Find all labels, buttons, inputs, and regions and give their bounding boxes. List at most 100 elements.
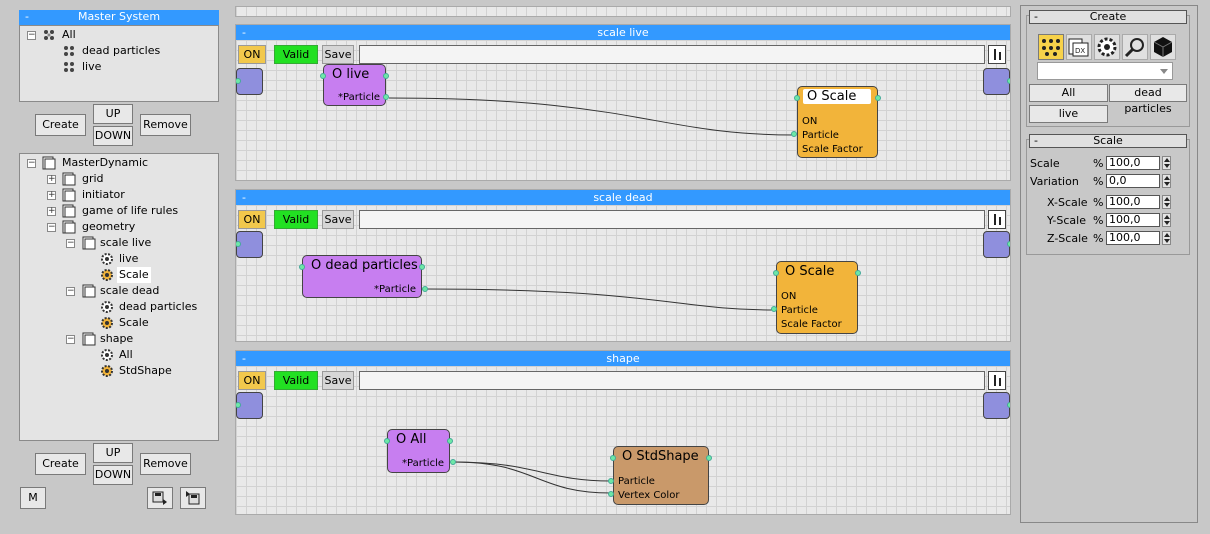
tree-item-live[interactable]: live — [82, 60, 102, 73]
y-scale-input[interactable]: 100,0 — [1106, 213, 1160, 227]
up-system-button[interactable]: UP — [93, 104, 133, 124]
tree-item-scale-live[interactable]: scale live — [100, 236, 152, 249]
expand-rules-toggle[interactable]: + — [47, 206, 56, 216]
panel-header[interactable]: -scale dead — [236, 190, 1010, 205]
collapse-shape-toggle[interactable]: − — [66, 334, 75, 344]
script-bar[interactable] — [359, 210, 985, 229]
tree-item-all[interactable]: All — [62, 28, 76, 41]
create-system-button[interactable]: Create — [35, 114, 86, 136]
tree-item-grid[interactable]: grid — [82, 172, 104, 185]
operator-vertex-color-dot[interactable] — [608, 491, 614, 497]
panel-header[interactable]: -scale live — [236, 25, 1010, 40]
source-port-dot[interactable] — [422, 286, 428, 292]
up-dynamic-button[interactable]: UP — [93, 443, 133, 463]
save-file-button[interactable] — [147, 487, 173, 509]
on-button[interactable]: ON — [238, 371, 266, 390]
operator-in-dot[interactable] — [773, 270, 779, 276]
output-port-block[interactable] — [983, 231, 1010, 258]
tree-item-shape[interactable]: shape — [100, 332, 134, 345]
x-scale-input[interactable]: 100,0 — [1106, 195, 1160, 209]
particle-tool-button[interactable] — [1038, 34, 1064, 60]
source-port-dot[interactable] — [383, 94, 389, 100]
panel-shape[interactable]: -shape ON Valid Save O All *Particle O S… — [235, 350, 1011, 515]
dynamic-tree[interactable]: − MasterDynamic + grid + initiator + gam… — [19, 153, 219, 441]
on-button[interactable]: ON — [238, 210, 266, 229]
group-all-button[interactable]: All — [1029, 84, 1108, 102]
z-scale-spinner[interactable] — [1162, 231, 1171, 245]
down-dynamic-button[interactable]: DOWN — [93, 465, 133, 485]
source-out-dot[interactable] — [419, 264, 425, 270]
save-button[interactable]: Save — [322, 371, 354, 390]
create-header[interactable]: - Create — [1029, 10, 1187, 24]
collapse-geometry-toggle[interactable]: − — [47, 222, 56, 232]
operator-node[interactable]: O Scale ON Particle Scale Factor — [797, 86, 878, 158]
view-toggle-button[interactable] — [988, 210, 1006, 229]
source-in-dot[interactable] — [299, 264, 305, 270]
tree-item-all-op[interactable]: All — [119, 348, 133, 361]
source-out-dot[interactable] — [447, 438, 453, 444]
master-system-tree[interactable]: − All dead particles live — [19, 25, 219, 102]
y-scale-spinner[interactable] — [1162, 213, 1171, 227]
tree-item-game-of-life-rules[interactable]: game of life rules — [82, 204, 179, 217]
output-port-block[interactable] — [983, 68, 1010, 95]
script-bar[interactable] — [359, 371, 985, 390]
output-port-block[interactable] — [983, 392, 1010, 419]
variation-spinner[interactable] — [1162, 174, 1171, 188]
remove-system-button[interactable]: Remove — [140, 114, 191, 136]
collapse-root-toggle[interactable]: − — [27, 158, 36, 168]
valid-button[interactable]: Valid — [274, 45, 318, 64]
view-toggle-button[interactable] — [988, 45, 1006, 64]
z-scale-input[interactable]: 100,0 — [1106, 231, 1160, 245]
tree-root-masterdynamic[interactable]: MasterDynamic — [62, 156, 149, 169]
input-port-dot[interactable] — [236, 241, 241, 247]
operator-node[interactable]: O StdShape Particle Vertex Color — [613, 446, 709, 505]
tree-item-geometry[interactable]: geometry — [82, 220, 136, 233]
script-bar[interactable] — [359, 45, 985, 64]
down-system-button[interactable]: DOWN — [93, 126, 133, 146]
operator-particle-dot[interactable] — [608, 478, 614, 484]
operator-out-dot[interactable] — [855, 270, 861, 276]
x-scale-spinner[interactable] — [1162, 195, 1171, 209]
tree-item-dead-particles[interactable]: dead particles — [82, 44, 161, 57]
source-node[interactable]: O live *Particle — [323, 64, 386, 106]
scale-spinner[interactable] — [1162, 156, 1171, 170]
view-toggle-button[interactable] — [988, 371, 1006, 390]
tree-item-initiator[interactable]: initiator — [82, 188, 125, 201]
operator-in-dot[interactable] — [794, 95, 800, 101]
input-port-dot[interactable] — [236, 402, 241, 408]
operator-in-dot[interactable] — [610, 455, 616, 461]
scale-header[interactable]: - Scale — [1029, 134, 1187, 148]
source-port-dot[interactable] — [450, 459, 456, 465]
tree-item-stdshape-op[interactable]: StdShape — [119, 364, 172, 377]
create-dynamic-button[interactable]: Create — [35, 453, 86, 475]
save-button[interactable]: Save — [322, 45, 354, 64]
save-button[interactable]: Save — [322, 210, 354, 229]
output-port-dot[interactable] — [1007, 241, 1010, 247]
gear-tool-button[interactable] — [1094, 34, 1120, 60]
search-tool-button[interactable] — [1122, 34, 1148, 60]
input-port-dot[interactable] — [236, 78, 241, 84]
master-system-header[interactable]: - Master System — [19, 10, 219, 25]
panel-header[interactable]: -shape — [236, 351, 1010, 366]
tree-item-scale-op[interactable]: Scale — [119, 316, 149, 329]
scale-input[interactable]: 100,0 — [1106, 156, 1160, 170]
load-file-button[interactable] — [180, 487, 206, 509]
operator-node[interactable]: O Scale ON Particle Scale Factor — [776, 261, 858, 334]
tree-item-live-op[interactable]: live — [119, 252, 139, 265]
tree-item-scale-dead[interactable]: scale dead — [100, 284, 160, 297]
valid-button[interactable]: Valid — [274, 371, 318, 390]
operator-particle-dot[interactable] — [791, 131, 797, 137]
source-node[interactable]: O dead particles *Particle — [302, 255, 422, 298]
remove-dynamic-button[interactable]: Remove — [140, 453, 191, 475]
collapse-scale-live-toggle[interactable]: − — [66, 238, 75, 248]
output-port-dot[interactable] — [1007, 78, 1010, 84]
source-in-dot[interactable] — [384, 438, 390, 444]
source-out-dot[interactable] — [383, 73, 389, 79]
cube-tool-button[interactable] — [1150, 34, 1176, 60]
expand-initiator-toggle[interactable]: + — [47, 190, 56, 200]
valid-button[interactable]: Valid — [274, 210, 318, 229]
collapse-all-toggle[interactable]: − — [27, 30, 36, 40]
operator-out-dot[interactable] — [875, 95, 881, 101]
output-port-dot[interactable] — [1007, 402, 1010, 408]
tree-item-dead-particles-op[interactable]: dead particles — [119, 300, 198, 313]
